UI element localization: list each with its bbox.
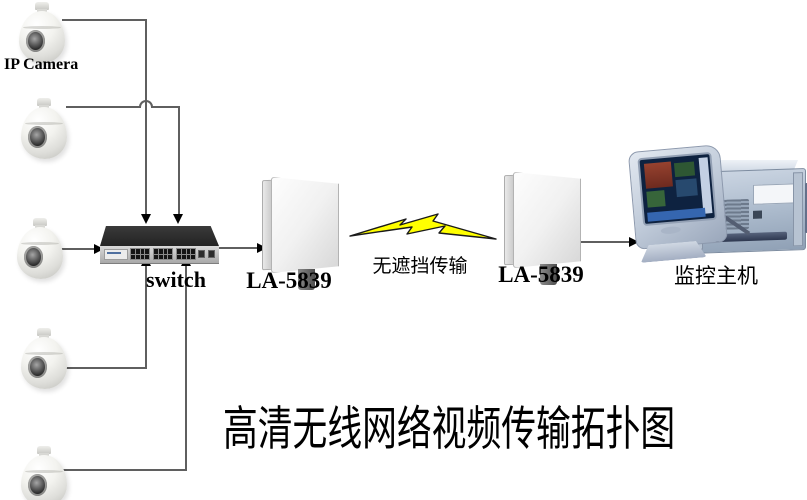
lightning-bolt-icon (349, 213, 497, 240)
server-rack-ear-right (793, 172, 803, 247)
camera-mount (37, 98, 51, 106)
antenna-panel-face (271, 177, 339, 273)
arrowhead-into-host (629, 237, 639, 247)
switch-top-face (100, 226, 219, 246)
cable-camera4-horizontal (66, 367, 147, 369)
server-chassis (688, 160, 807, 255)
camera-mount (37, 328, 51, 336)
camera-seam (25, 352, 63, 355)
camera-lens-icon (26, 30, 45, 52)
ip-camera-icon-3 (14, 218, 66, 280)
cable-camera5-vertical (185, 266, 187, 471)
switch-front-panel (100, 246, 219, 264)
antenna-mount-pole (540, 264, 557, 285)
camera-mount (35, 2, 49, 10)
antenna-panel-face (513, 172, 581, 268)
camera-lens-icon (24, 246, 43, 268)
cable-switch-to-antenna (219, 247, 259, 249)
cable-camera1-vertical (145, 19, 147, 216)
lightning-bolt-shape (349, 213, 497, 240)
crt-monitor (627, 144, 729, 252)
ip-camera-icon-4 (18, 328, 70, 390)
monitor-host-icon (627, 144, 807, 268)
cable-antenna-to-host (566, 241, 631, 243)
antenna-icon-left (258, 177, 348, 291)
diagram-title: 高清无线网络视频传输拓扑图 (223, 404, 676, 456)
arrowhead-into-switch-left (94, 244, 104, 254)
ip-camera-label: IP Camera (4, 56, 79, 73)
screen-sidebar (698, 157, 713, 214)
camera-seam (25, 122, 63, 125)
camera-mount (33, 218, 47, 226)
screen-toolbar (647, 207, 706, 222)
ip-camera-icon-5 (18, 446, 70, 500)
cable-camera4-vertical (145, 266, 147, 369)
ip-camera-icon-1 (16, 2, 68, 64)
arrowhead-into-switch-top-left (141, 214, 151, 224)
wireless-link-label: 无遮挡传输 (372, 256, 468, 277)
cable-camera2-horizontal (66, 106, 180, 108)
ip-camera-icon-2 (18, 98, 70, 160)
arrowhead-into-switch-top-right (173, 214, 183, 224)
cable-camera1-horizontal (62, 19, 147, 21)
switch-sfp-ports (198, 250, 215, 258)
video-thumbnail-green (646, 190, 666, 208)
monitor-host-label: 监控主机 (674, 264, 758, 288)
monitor-screen (637, 151, 718, 227)
video-thumbnail-red (643, 161, 673, 189)
camera-seam (23, 26, 61, 29)
server-port (753, 210, 762, 219)
antenna-icon-right (500, 172, 590, 286)
cable-camera3-horizontal (56, 248, 96, 250)
antenna-mount-pole (298, 269, 315, 290)
cable-camera2-vertical (178, 106, 180, 216)
antenna-right-label: LA-5839 (498, 262, 584, 287)
switch-port-group-3 (176, 248, 196, 260)
video-thumbnail-blue (675, 178, 698, 198)
cable-camera5-horizontal (58, 469, 187, 471)
camera-lens-icon (28, 474, 47, 496)
switch-label: switch (146, 267, 206, 292)
switch-port-group-1 (130, 248, 150, 260)
switch-brand-label (104, 249, 128, 260)
antenna-left-label: LA-5839 (246, 268, 332, 293)
camera-seam (25, 470, 63, 473)
switch-port-group-2 (153, 248, 173, 260)
video-thumbnail-green2 (673, 161, 696, 178)
camera-mount (37, 446, 51, 454)
camera-lens-icon (28, 126, 47, 148)
camera-seam (21, 242, 59, 245)
camera-lens-icon (28, 356, 47, 378)
